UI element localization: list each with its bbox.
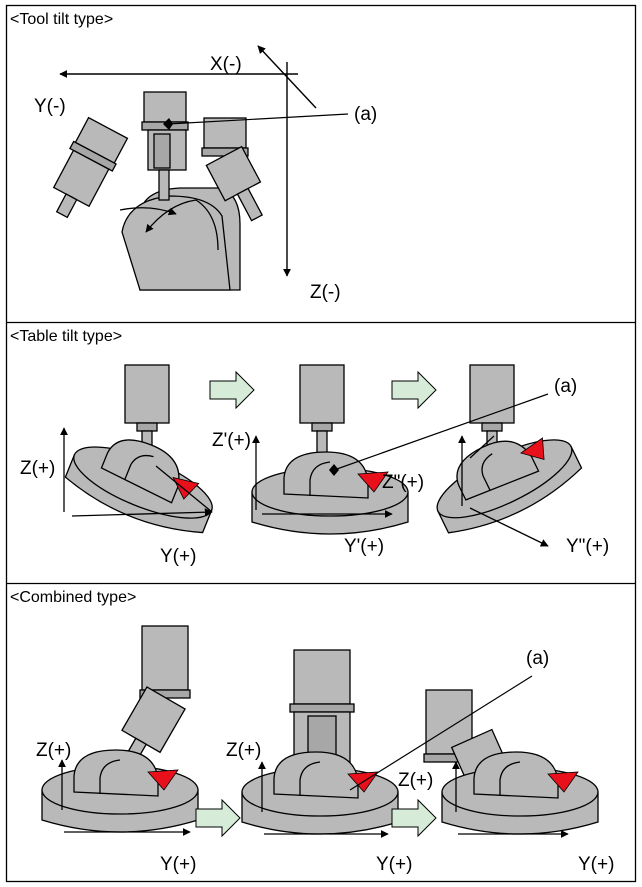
spindle-right: [201, 117, 264, 222]
callout-leader: [349, 675, 533, 791]
axis-label-y: Y(+): [578, 854, 614, 875]
callout-a: (a): [554, 376, 577, 397]
workpiece: [121, 187, 241, 291]
spindle-left: [52, 116, 129, 219]
axis-lines: [59, 45, 317, 277]
axis-label-y: Y(-): [34, 96, 66, 117]
axis-label-y: Y'(+): [344, 536, 384, 557]
flat-table: [241, 751, 399, 835]
panel-tool-tilt: <Tool tilt type> X(-) Y(-) Z(-): [10, 11, 377, 303]
axis-label-z: Z(+): [398, 770, 433, 791]
callout-a: (a): [526, 648, 549, 669]
axis-label-z: Z(-): [310, 282, 341, 303]
axis-label-x: X(-): [210, 54, 242, 75]
spindle-center: [141, 91, 189, 201]
axis-label-y: Y(+): [160, 546, 196, 567]
spindle-head: [299, 364, 345, 458]
spindle-head: [289, 649, 355, 769]
panel-combined: <Combined type> Z(+) Y(+) Z(+) Y(+): [10, 589, 614, 875]
callout-leader: [333, 393, 549, 471]
axis-label-y: Y"(+): [566, 536, 609, 557]
panel-title: <Tool tilt type>: [10, 11, 113, 28]
callout-leader: [167, 113, 349, 125]
panel-title: <Table tilt type>: [10, 328, 122, 345]
flat-table-2: [251, 451, 409, 535]
panel-title: <Combined type>: [10, 589, 136, 606]
axis-label-y: Y(+): [376, 854, 412, 875]
flow-arrow: [209, 371, 255, 409]
flow-arrow: [195, 799, 241, 837]
axis-label-y: Y(+): [160, 854, 196, 875]
flat-table: [41, 749, 199, 833]
flow-arrow: [391, 371, 437, 409]
axis-label-z: Z(+): [226, 740, 261, 761]
panel-table-tilt: <Table tilt type> Z(+) Y(+) Z'(+) Y'(+) …: [10, 328, 609, 567]
rotation-arcs: [119, 199, 197, 233]
axis-label-z: Z"(+): [382, 472, 424, 493]
callout-a: (a): [354, 104, 377, 125]
axis-label-z: Z(+): [20, 458, 55, 479]
frame: [5, 4, 637, 883]
axis-label-z: Z'(+): [212, 430, 251, 451]
axis-label-z: Z(+): [36, 740, 71, 761]
